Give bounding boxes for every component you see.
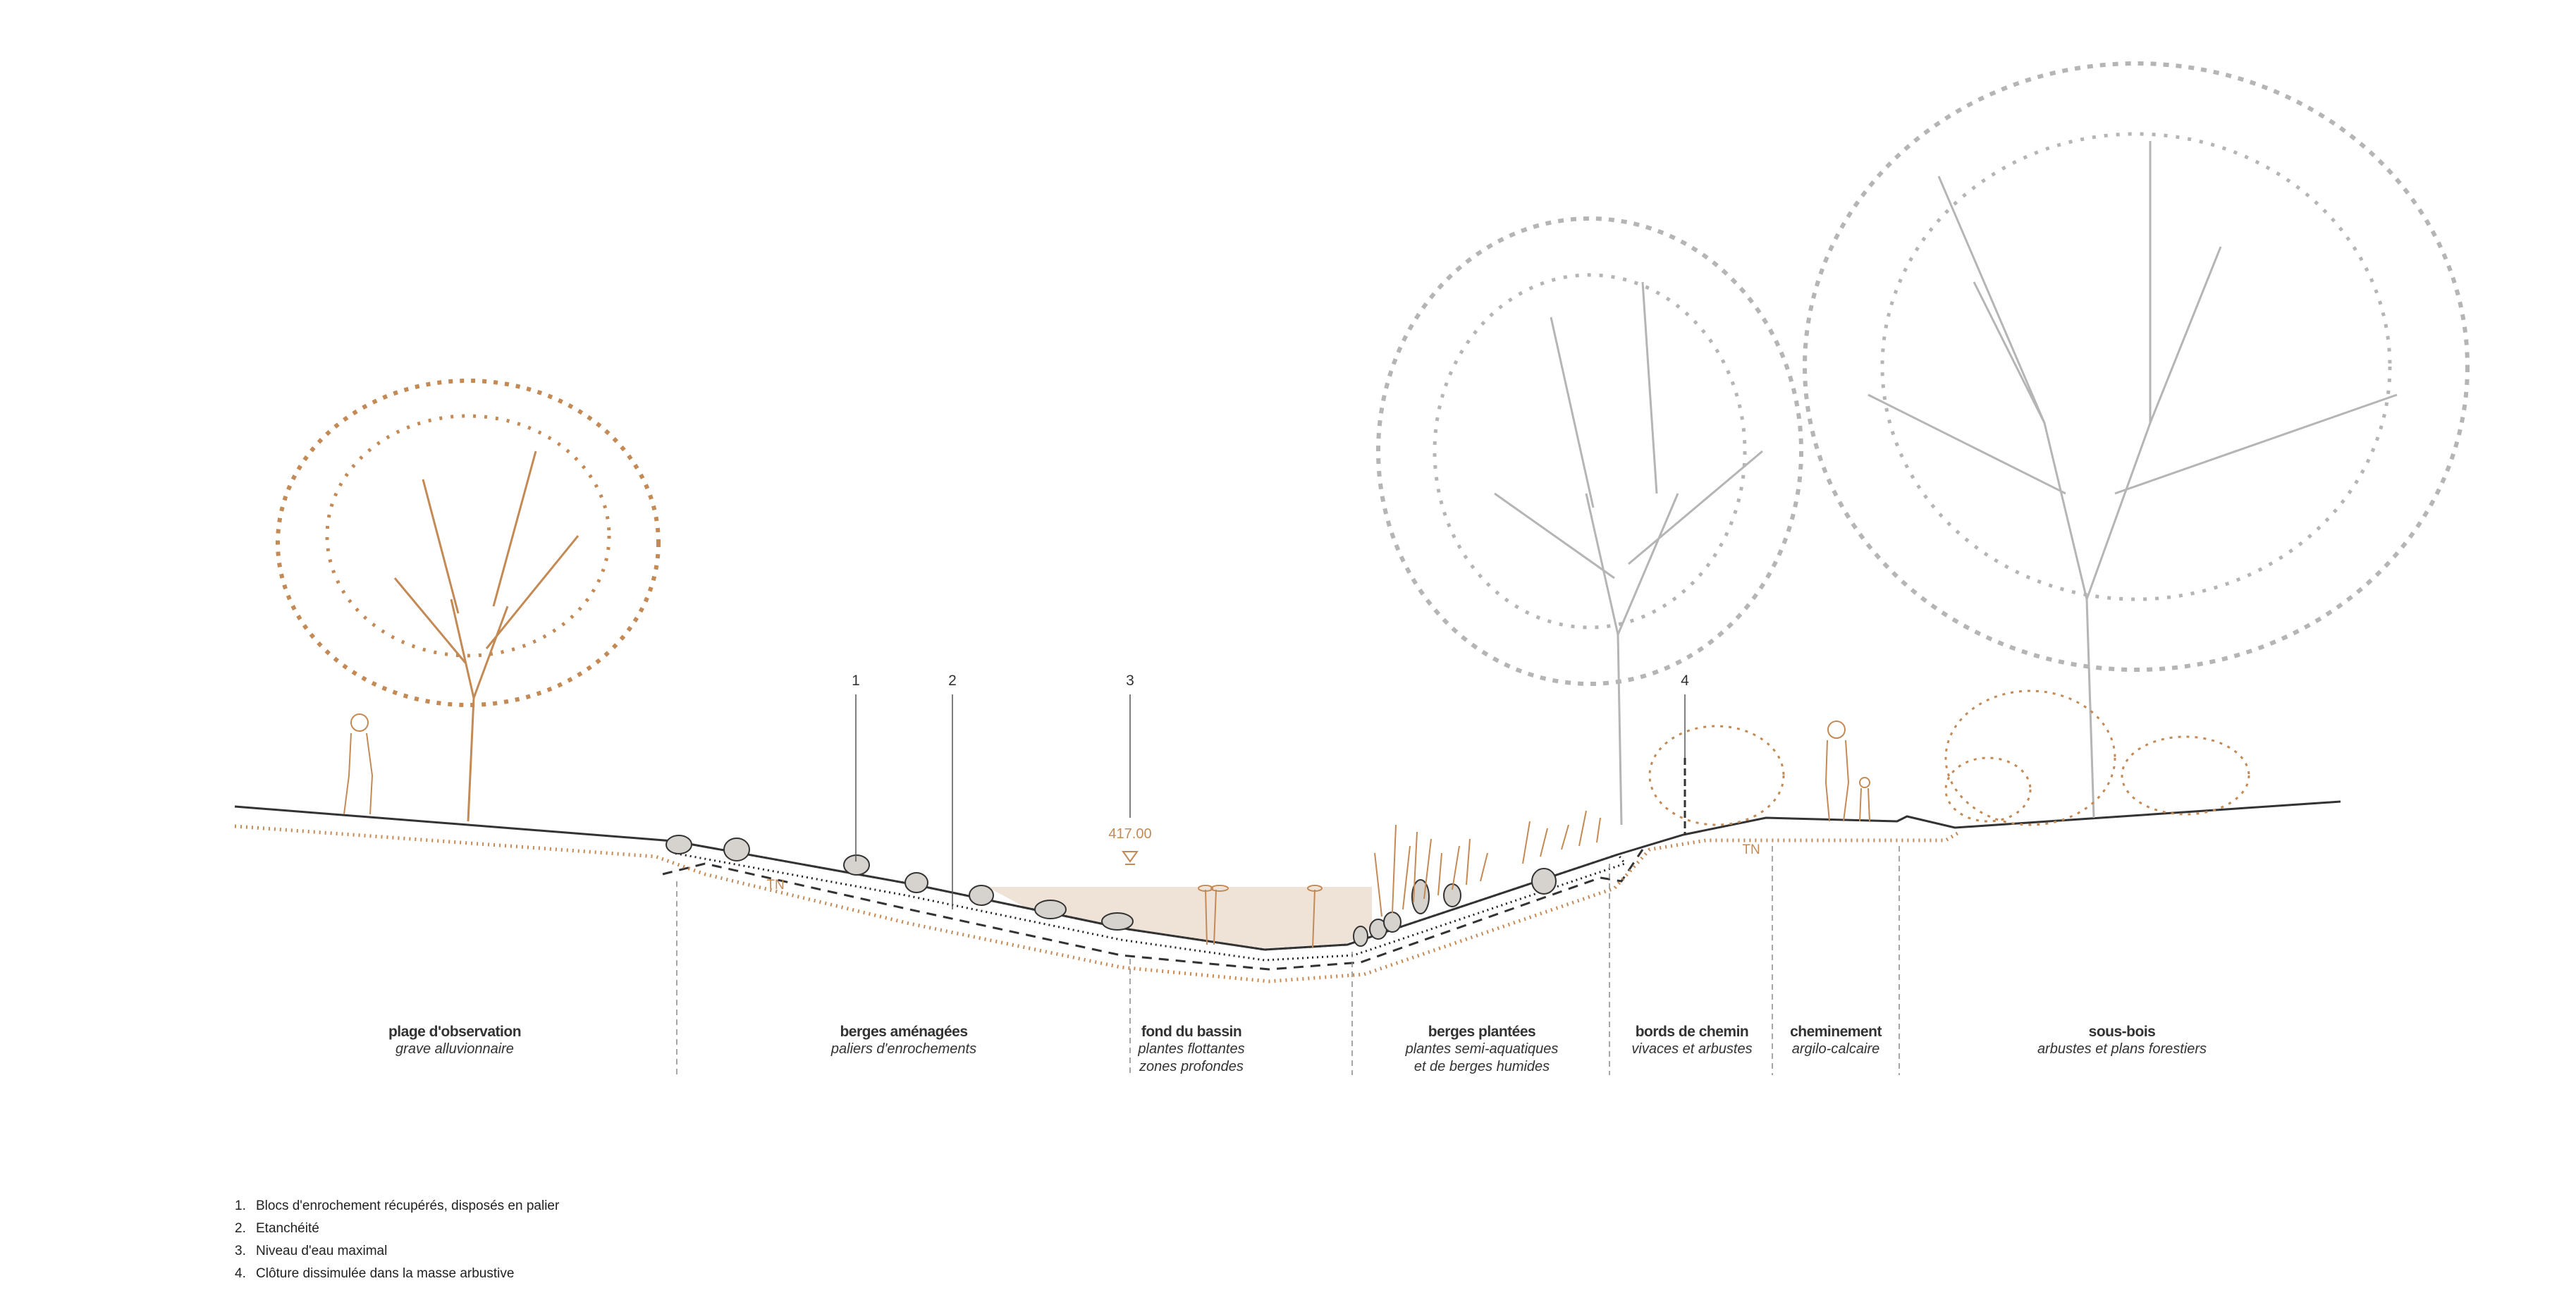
zone-plage-observation: plage d'observation grave alluvionnaire xyxy=(388,1024,522,1058)
zone-title: bords de chemin xyxy=(1635,1024,1749,1040)
zone-title: berges plantées xyxy=(1428,1024,1536,1040)
water-level-value: 417.00 xyxy=(1108,826,1152,842)
legend-text: Niveau d'eau maximal xyxy=(256,1244,388,1258)
callout-3: 3 xyxy=(1126,673,1134,689)
callout-2: 2 xyxy=(948,673,957,689)
legend-text: Clôture dissimulée dans la masse arbusti… xyxy=(256,1266,515,1281)
zone-subtitle: plantes flottantes xyxy=(1138,1041,1245,1057)
legend-text: Etanchéité xyxy=(256,1221,319,1236)
legend-item: 1. Blocs d'enrochement récupérés, disposé… xyxy=(235,1198,559,1221)
legend-number: 4. xyxy=(235,1266,246,1281)
zone-subtitle: paliers d'enrochements xyxy=(830,1041,977,1057)
person-figures xyxy=(343,713,1870,822)
zone-subtitle: plantes semi-aquatiques xyxy=(1405,1041,1559,1057)
legend-number: 1. xyxy=(235,1198,246,1213)
zone-title: plage d'observation xyxy=(388,1024,522,1040)
callout-1: 1 xyxy=(852,673,860,689)
zone-title: cheminement xyxy=(1790,1024,1882,1040)
zone-berges-amenagees: berges aménagées paliers d'enrochements xyxy=(831,1024,976,1058)
zone-fond-bassin: fond du bassin plantes flottantes zones … xyxy=(1138,1024,1244,1076)
large-grey-tree xyxy=(1803,61,2470,818)
callout-4: 4 xyxy=(1681,673,1689,689)
zone-subtitle: arbustes et plans forestiers xyxy=(2037,1041,2207,1057)
gravel-layer xyxy=(672,840,1627,962)
zone-dividers xyxy=(676,846,1900,1075)
zone-subtitle: argilo-calcaire xyxy=(1791,1041,1880,1057)
zone-cheminement: cheminement argilo-calcaire xyxy=(1790,1024,1882,1058)
zone-sous-bois: sous-bois arbustes et plans forestiers xyxy=(2037,1024,2207,1058)
aquatic-plants xyxy=(1198,885,1323,949)
zone-title: sous-bois xyxy=(2088,1024,2156,1040)
zone-title: fond du bassin xyxy=(1141,1024,1242,1040)
zone-subtitle: vivaces et arbustes xyxy=(1631,1041,1753,1057)
zone-subtitle: et de berges humides xyxy=(1413,1059,1550,1074)
water-level-marker xyxy=(1122,851,1139,865)
zone-title: berges aménagées xyxy=(840,1024,968,1040)
zone-subtitle: zones profondes xyxy=(1139,1059,1244,1074)
rocks xyxy=(666,835,1557,947)
legend-number: 3. xyxy=(235,1244,246,1258)
zone-bords-chemin: bords de chemin vivaces et arbustes xyxy=(1631,1024,1752,1058)
waterproofing-line xyxy=(662,849,1644,971)
legend-number: 2. xyxy=(235,1221,246,1236)
tn-label-left: TN xyxy=(766,878,785,893)
zone-subtitle: grave alluvionnaire xyxy=(395,1041,514,1057)
legend: 1. Blocs d'enrochement récupérés, disposé… xyxy=(235,1198,559,1289)
bank-grasses xyxy=(1374,810,1601,917)
legend-item: 2. Etanchéité xyxy=(235,1221,559,1244)
legend-item: 4. Clôture dissimulée dans la masse arbus… xyxy=(235,1266,559,1289)
legend-item: 3. Niveau d'eau maximal xyxy=(235,1244,559,1266)
orange-tree xyxy=(276,379,661,822)
water-body xyxy=(987,887,1372,948)
tn-label-right: TN xyxy=(1742,842,1760,857)
grey-tree xyxy=(1376,216,1803,826)
callout-leaders xyxy=(855,694,1686,909)
shrubs xyxy=(1648,689,2250,826)
legend-text: Blocs d'enrochement récupérés, disposés … xyxy=(256,1198,560,1213)
zone-berges-plantees: berges plantées plantes semi-aquatiques … xyxy=(1406,1024,1559,1076)
